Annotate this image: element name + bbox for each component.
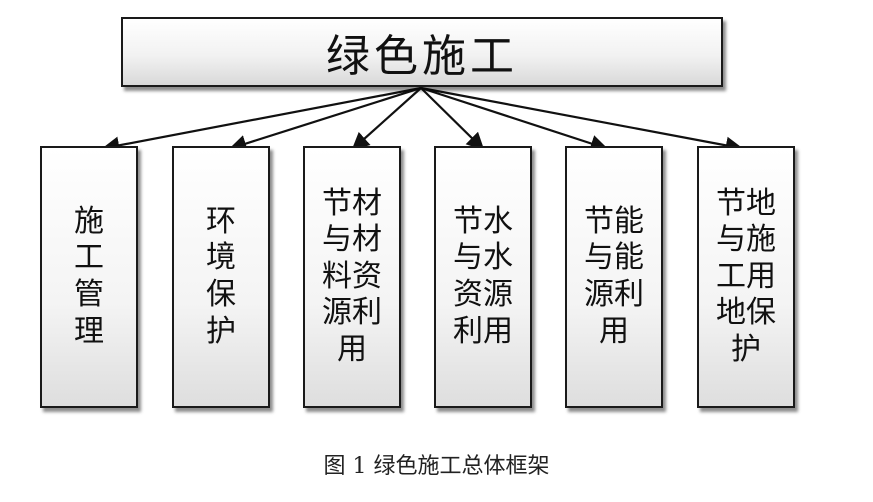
child-node-label: 环 境 保 护: [206, 203, 236, 349]
root-node-green-construction: 绿色施工: [121, 17, 723, 87]
child-node-label: 节水 与水 资源 利用: [453, 203, 513, 349]
child-node-label: 节能 与能 源利 用: [584, 203, 644, 349]
child-node-energy-saving: 节能 与能 源利 用: [565, 146, 663, 408]
child-node-material-saving: 节材 与材 料资 源利 用: [303, 146, 401, 408]
child-node-label: 节材 与材 料资 源利 用: [322, 185, 382, 367]
connector-arrow-4: [420, 87, 485, 151]
child-node-label: 节地 与施 工用 地保 护: [716, 185, 776, 367]
child-node-label: 施 工 管 理: [74, 203, 104, 349]
root-node-label: 绿色施工: [326, 31, 518, 82]
connector-arrow-2: [228, 86, 422, 153]
connector-arrow-1: [101, 86, 422, 154]
figure-caption: 图 1 绿色施工总体框架: [323, 454, 550, 479]
connector-arrow-6: [420, 86, 744, 155]
connector-arrow-3: [351, 87, 422, 151]
child-node-construction-management: 施 工 管 理: [40, 146, 138, 408]
connector-arrow-5: [420, 86, 609, 152]
child-node-land-saving: 节地 与施 工用 地保 护: [697, 146, 795, 408]
child-node-water-saving: 节水 与水 资源 利用: [434, 146, 532, 408]
child-node-environmental-protection: 环 境 保 护: [172, 146, 270, 408]
